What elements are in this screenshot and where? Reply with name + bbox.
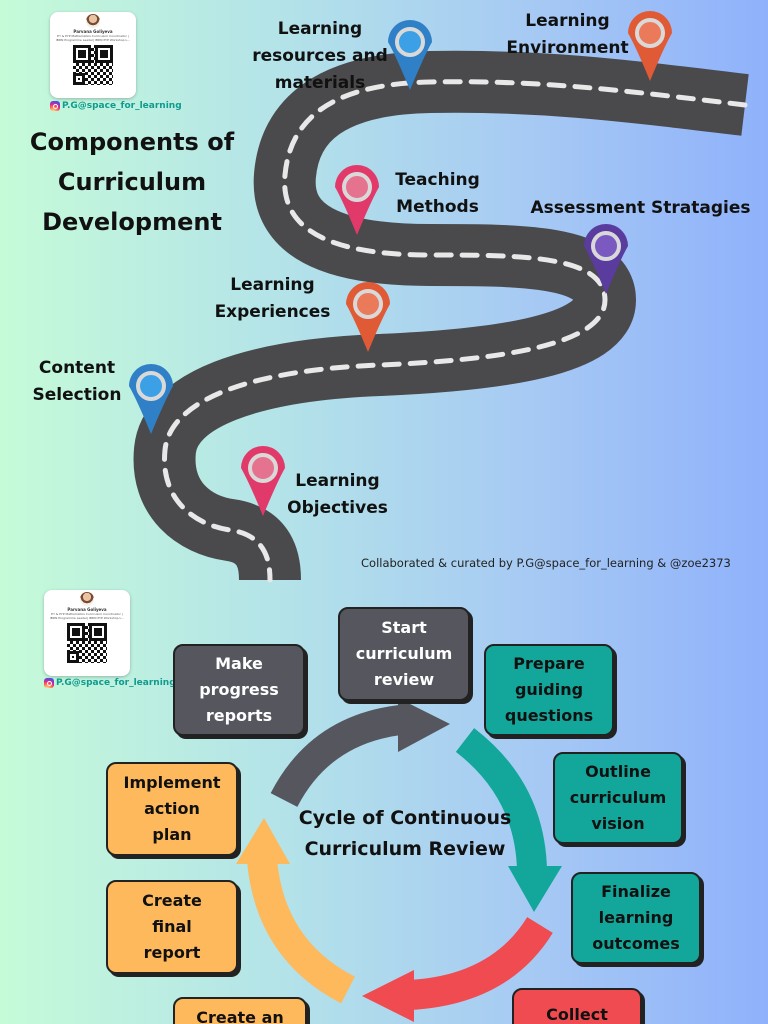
- profile-subtitle: EY & PYP Mathematics Curriculum Coordina…: [51, 612, 123, 616]
- instagram-handle[interactable]: P.G@space_for_learning: [44, 678, 176, 688]
- stage-label-learning-objectives: Learning Objectives: [280, 468, 395, 522]
- step-line: vision: [591, 814, 645, 833]
- step-start-curriculum-review: Start curriculum review: [338, 607, 470, 701]
- profile-name: Parvana Goliyeva: [73, 29, 113, 34]
- qr-code-icon[interactable]: [73, 45, 113, 85]
- step-line: Make: [215, 654, 263, 673]
- stage-label-line: Teaching: [395, 170, 480, 190]
- step-line: Implement: [123, 773, 221, 792]
- step-line: Create: [142, 891, 202, 910]
- avatar: [86, 14, 100, 28]
- step-line: curriculum: [355, 644, 453, 663]
- stage-label-line: Learning: [277, 19, 363, 39]
- step-outline-curriculum-vision: Outline curriculum vision: [553, 752, 683, 844]
- step-line: Outline: [585, 762, 651, 781]
- map-pin-icon: [388, 20, 432, 90]
- map-pin-icon: [346, 282, 390, 352]
- stage-label-line: Methods: [396, 197, 479, 217]
- stage-label-teaching-methods: Teaching Methods: [385, 167, 490, 221]
- avatar: [80, 592, 94, 606]
- step-line: review: [373, 670, 435, 689]
- step-line: curriculum: [569, 788, 667, 807]
- stage-label-content-selection: Content Selection: [22, 355, 132, 409]
- profile-name: Parvana Goliyeva: [67, 607, 107, 612]
- page-title: Components of Curriculum Development: [22, 122, 242, 242]
- stage-label-line: Learning: [230, 275, 315, 295]
- step-collect: Collect: [512, 988, 642, 1024]
- stage-label-line: Assessment Stratagies: [530, 198, 751, 218]
- stage-label-line: Objectives: [287, 498, 388, 518]
- step-make-progress-reports: Make progress reports: [173, 644, 305, 736]
- instagram-icon: [44, 678, 54, 688]
- step-line: final: [152, 917, 192, 936]
- cycle-title-line: Curriculum Review: [304, 838, 506, 860]
- map-pin-icon: [628, 11, 672, 81]
- step-create-an: Create an: [173, 997, 307, 1024]
- stage-label-learning-resources: Learning resources and materials: [250, 16, 390, 97]
- cycle-arrow-red: [362, 916, 553, 1022]
- profile-card: Parvana Goliyeva EY & PYP Mathematics Cu…: [50, 12, 136, 98]
- title-line: Curriculum: [57, 168, 207, 196]
- stage-label-learning-experiences: Learning Experiences: [210, 272, 335, 326]
- stage-label-line: Environment: [506, 38, 629, 58]
- stage-label-line: Content: [38, 358, 116, 378]
- instagram-handle[interactable]: P.G@space_for_learning: [50, 101, 182, 111]
- handle-text: P.G@space_for_learning: [62, 101, 182, 111]
- profile-subtitle-2: IBDN Programme Leader| IBDN PYP Workshop…: [55, 38, 131, 42]
- title-line: Development: [42, 208, 222, 236]
- stage-label-line: Selection: [32, 385, 122, 405]
- qr-code-icon[interactable]: [67, 623, 107, 663]
- instagram-icon: [50, 101, 60, 111]
- step-line: outcomes: [592, 934, 680, 953]
- cycle-arrow-amber: [236, 818, 356, 1004]
- road-lane-markings: [162, 79, 748, 583]
- road-illustration: [129, 11, 749, 583]
- step-line: Create an: [196, 1008, 284, 1024]
- stage-label-line: resources and: [252, 46, 388, 66]
- step-create-final-report: Create final report: [106, 880, 238, 974]
- stage-label-line: Learning: [295, 471, 380, 491]
- step-line: Finalize: [601, 882, 671, 901]
- step-line: report: [143, 943, 201, 962]
- handle-text: P.G@space_for_learning: [56, 678, 176, 688]
- step-finalize-learning-outcomes: Finalize learning outcomes: [571, 872, 701, 964]
- step-line: questions: [504, 706, 594, 725]
- step-line: progress: [199, 680, 279, 699]
- profile-subtitle: EY & PYP Mathematics Curriculum Coordina…: [57, 34, 129, 38]
- step-line: Collect: [546, 1005, 608, 1024]
- stage-label-line: Experiences: [214, 302, 331, 322]
- stage-label-line: Learning: [525, 11, 610, 31]
- map-pin-icon: [129, 364, 173, 434]
- step-prepare-guiding-questions: Prepare guiding questions: [484, 644, 614, 736]
- cycle-title-line: Cycle of Continuous: [298, 807, 512, 829]
- map-pin-icon: [584, 224, 628, 294]
- map-pin-icon: [335, 165, 379, 235]
- cycle-title: Cycle of Continuous Curriculum Review: [290, 803, 520, 865]
- step-line: reports: [205, 706, 273, 725]
- step-line: action: [144, 799, 200, 818]
- step-line: plan: [152, 825, 192, 844]
- cycle-arrow-teal: [455, 728, 562, 912]
- step-line: Prepare: [513, 654, 585, 673]
- map-pin-icon: [241, 446, 285, 516]
- step-line: learning: [598, 908, 674, 927]
- profile-card: Parvana Goliyeva EY & PYP Mathematics Cu…: [44, 590, 130, 676]
- profile-subtitle-2: IBDN Programme Leader| IBDN PYP Workshop…: [49, 616, 125, 620]
- stage-label-line: materials: [274, 73, 366, 93]
- step-line: guiding: [514, 680, 584, 699]
- stage-label-learning-environment: Learning Environment: [505, 8, 630, 62]
- stage-label-assessment-strategies: Assessment Stratagies: [528, 195, 753, 222]
- cycle-arrow-gray: [270, 698, 450, 808]
- step-implement-action-plan: Implement action plan: [106, 762, 238, 856]
- step-line: Start: [381, 618, 427, 637]
- title-line: Components of: [29, 128, 235, 156]
- credit-text: Collaborated & curated by P.G@space_for_…: [361, 556, 731, 570]
